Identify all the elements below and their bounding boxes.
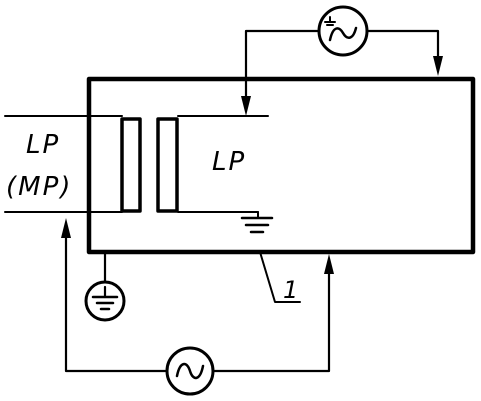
callout-leader	[259, 251, 301, 303]
top-ac-source-icon	[317, 5, 369, 57]
left-top-label: LP	[26, 130, 60, 160]
top-left-arrow-icon	[241, 96, 251, 116]
housing-box	[86, 76, 476, 255]
left-plate	[120, 117, 142, 213]
callout-number: 1	[283, 276, 298, 304]
top-right-arrow-icon	[433, 56, 443, 76]
bottom-source-circuit	[61, 218, 334, 373]
inner-ground-icon	[240, 211, 274, 234]
bottom-right-arrow-icon	[324, 254, 334, 274]
left-bottom-label: (MP)	[6, 172, 72, 202]
bottom-ac-source-icon	[165, 346, 215, 396]
bottom-left-arrow-icon	[61, 218, 71, 238]
inner-region-label: LP	[212, 147, 246, 177]
right-plate	[156, 117, 179, 213]
circled-ground-icon	[84, 280, 126, 322]
top-source-circuit	[241, 29, 443, 116]
